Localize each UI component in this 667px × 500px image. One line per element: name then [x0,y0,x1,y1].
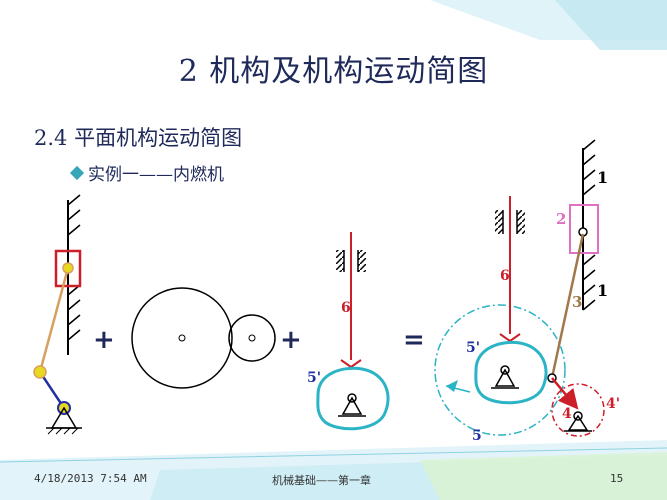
label-gear-5: 5 [472,428,482,444]
footer-chapter: 机械基础——第一章 [272,474,371,487]
label-frame-1-top: 1 [597,168,608,187]
plus-operator-1: + [93,325,115,355]
connecting-rod [550,233,585,379]
slider-crank-mechanism [33,194,82,435]
bullet-text: 实例一——内燃机 [88,165,224,185]
section-heading: 2.4 平面机构运动简图 [34,126,243,150]
label-slider-2: 2 [556,210,566,228]
page-number: 15 [610,472,624,485]
footer-date: 4/18/2013 7:54 AM [34,472,147,485]
label-crank-4p: 4' [606,396,620,412]
slider-block [54,249,82,288]
equals-operator: = [403,325,425,355]
label-cam-5p-right: 5' [466,340,480,356]
gear-pitch-circle [434,304,566,436]
label-link-3: 3 [572,293,582,311]
engine-slider [569,204,599,254]
engine-mechanism [434,139,605,437]
gear-pair [131,287,276,389]
cam-follower-mechanism [316,232,390,431]
label-frame-1-bottom: 1 [597,281,608,300]
label-cam-5p: 5' [307,370,321,386]
label-rod-6: 6 [341,300,351,316]
cam-profile [316,366,390,431]
plus-operator-2: + [280,325,302,355]
small-gear [228,314,276,362]
slide-title: 2 机构及机构运动简图 [178,54,489,89]
label-rod-6-right: 6 [500,268,510,284]
large-gear [131,287,233,389]
label-crank-4: 4 [562,406,572,422]
bullet-item: 实例一——内燃机 [69,160,224,185]
